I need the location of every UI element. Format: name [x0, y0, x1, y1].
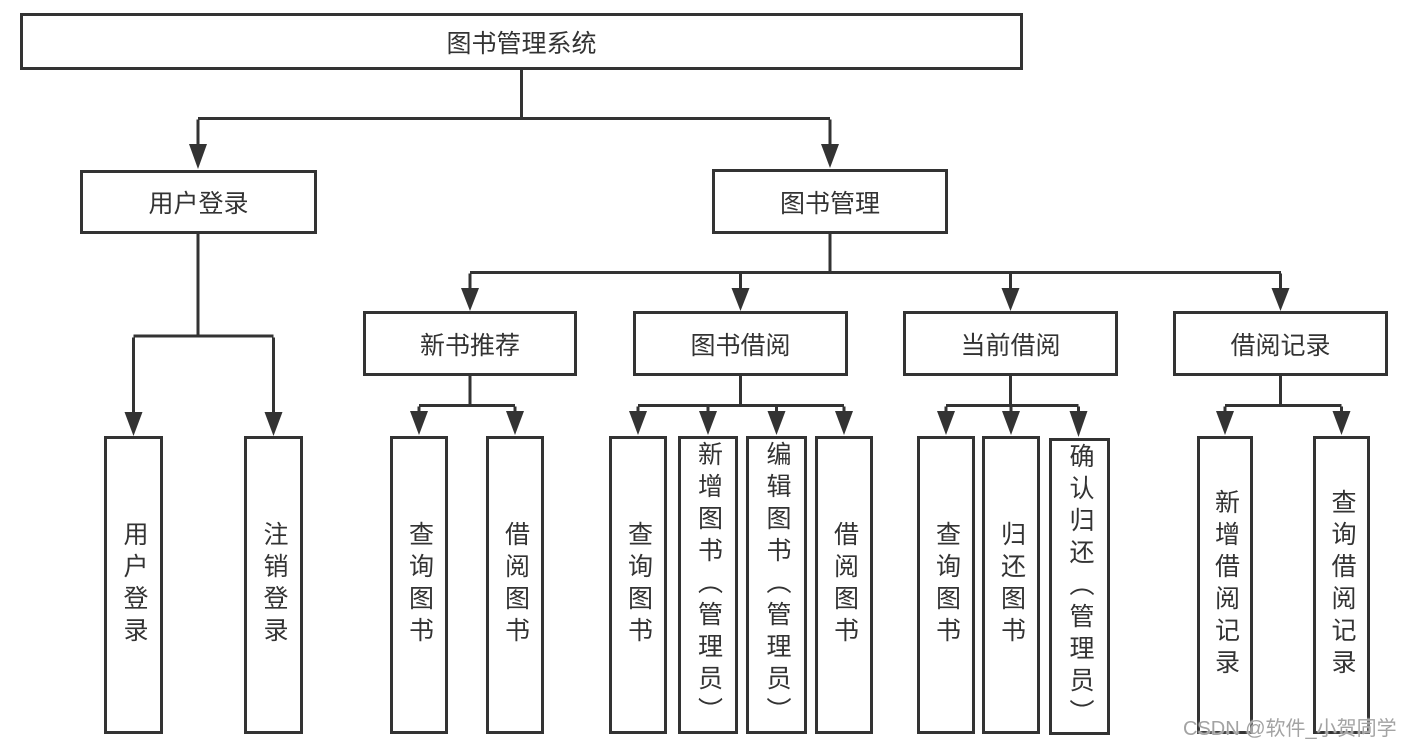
leaf-add-books-admin-label: 新增图书（管理员） — [694, 441, 723, 729]
node-current-borrow: 当前借阅 — [903, 311, 1118, 376]
arrowheads-current-borrow — [937, 411, 1088, 437]
leaf-query-borrow-record: 查询借阅记录 — [1313, 436, 1370, 734]
node-root: 图书管理系统 — [20, 13, 1023, 70]
leaf-add-borrow-record-label: 新增借阅记录 — [1211, 489, 1240, 681]
leaf-query-borrow-record-label: 查询借阅记录 — [1328, 489, 1356, 681]
leaf-query-books-1: 查询图书 — [390, 436, 448, 734]
connector-root-to-level2 — [196, 69, 832, 146]
leaf-confirm-return-admin-label: 确认归还（管理员） — [1066, 442, 1094, 731]
arrowheads-borrow-records — [1216, 411, 1351, 435]
arrowheads-user-login — [124, 412, 283, 436]
connector-book-mgmt — [468, 233, 1282, 290]
leaf-add-borrow-record: 新增借阅记录 — [1197, 436, 1253, 734]
leaf-borrow-books-2-label: 借阅图书 — [830, 521, 859, 649]
node-borrow-records: 借阅记录 — [1173, 311, 1388, 376]
leaf-query-books-2: 查询图书 — [609, 436, 667, 734]
node-new-book-label: 新书推荐 — [419, 331, 520, 360]
node-user-login: 用户登录 — [80, 170, 317, 234]
node-root-label: 图书管理系统 — [446, 29, 597, 58]
leaf-user-login-label: 用户登录 — [120, 521, 148, 649]
leaf-edit-books-admin-label: 编辑图书（管理员） — [763, 441, 791, 729]
node-borrow-records-label: 借阅记录 — [1230, 331, 1331, 360]
connector-user-login — [132, 233, 275, 414]
leaf-query-books-1-label: 查询图书 — [405, 521, 434, 649]
arrowheads-new-book — [410, 411, 524, 435]
leaf-query-books-3-label: 查询图书 — [932, 521, 961, 649]
node-book-borrow-label: 图书借阅 — [690, 331, 791, 360]
leaf-query-books-3: 查询图书 — [917, 436, 975, 734]
node-current-borrow-label: 当前借阅 — [960, 331, 1061, 360]
leaf-return-books: 归还图书 — [982, 436, 1040, 734]
leaf-return-books-label: 归还图书 — [997, 521, 1026, 649]
connector-current-borrow — [944, 376, 1080, 413]
node-book-mgmt: 图书管理 — [712, 169, 948, 234]
arrowheads-book-borrow — [629, 411, 853, 435]
connector-borrow-records — [1223, 376, 1343, 413]
leaf-edit-books-admin: 编辑图书（管理员） — [746, 436, 807, 734]
csdn-watermark: CSDN @软件_小贺同学 — [1183, 718, 1397, 740]
arrowheads-level2 — [189, 144, 839, 169]
leaf-add-books-admin: 新增图书（管理员） — [678, 436, 738, 734]
connector-book-borrow — [636, 376, 846, 413]
leaf-logout: 注销登录 — [244, 436, 303, 734]
node-new-book: 新书推荐 — [363, 311, 577, 376]
leaf-borrow-books-2: 借阅图书 — [815, 436, 873, 734]
arrowheads-level3 — [461, 288, 1290, 311]
connector-new-book — [417, 376, 517, 413]
leaf-borrow-books-1-label: 借阅图书 — [501, 521, 530, 649]
leaf-borrow-books-1: 借阅图书 — [486, 436, 544, 734]
node-user-login-label: 用户登录 — [148, 190, 249, 218]
node-book-mgmt-label: 图书管理 — [779, 189, 880, 218]
node-book-borrow: 图书借阅 — [633, 311, 848, 376]
leaf-confirm-return-admin: 确认归还（管理员） — [1049, 438, 1110, 735]
leaf-query-books-2-label: 查询图书 — [624, 521, 653, 649]
leaf-user-login: 用户登录 — [104, 436, 163, 734]
leaf-logout-label: 注销登录 — [260, 521, 288, 649]
